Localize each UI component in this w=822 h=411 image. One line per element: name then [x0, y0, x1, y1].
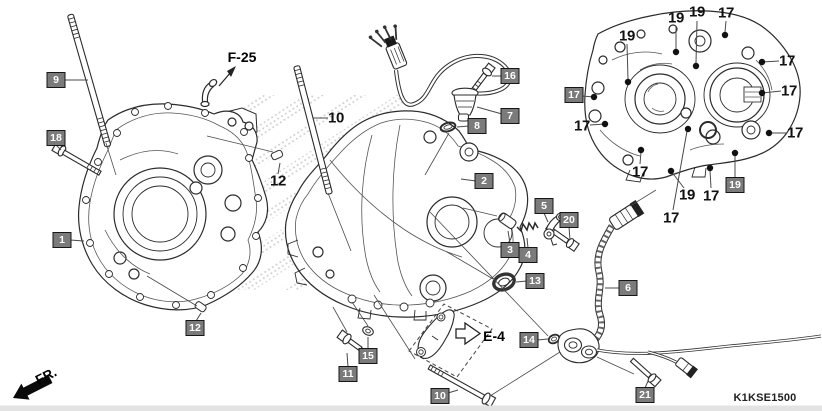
ref-label-e4: E-4 — [483, 328, 505, 344]
bolt-hole-dots — [590, 31, 773, 175]
diagram-code: K1KSE1500 — [733, 392, 797, 404]
boxed-callout-5[interactable]: 5 — [534, 198, 554, 214]
fr-arrow-icon — [13, 374, 53, 400]
boxed-callout-19[interactable]: 19 — [725, 177, 745, 193]
boxed-callout-14[interactable]: 14 — [519, 332, 539, 348]
plain-callout-17[interactable]: 17 — [573, 117, 591, 135]
boxed-callout-16[interactable]: 16 — [500, 68, 520, 84]
crankcase-cover-drawing — [584, 10, 801, 183]
ref-label-f25: F-25 — [227, 49, 257, 65]
boxed-callout-4[interactable]: 4 — [518, 247, 538, 263]
boxed-callout-12[interactable]: 12 — [185, 320, 205, 336]
bracket-and-arrows — [13, 66, 493, 400]
boxed-callout-18[interactable]: 18 — [46, 130, 66, 146]
bottom-bar — [0, 405, 822, 411]
plain-callout-19[interactable]: 19 — [688, 3, 706, 21]
plain-callout-17[interactable]: 17 — [631, 163, 649, 181]
plain-callout-17[interactable]: 17 — [717, 4, 735, 22]
plain-callout-19[interactable]: 19 — [618, 27, 636, 45]
plain-callout-19[interactable]: 19 — [667, 9, 685, 27]
boxed-callout-11[interactable]: 11 — [338, 366, 358, 382]
boxed-callout-2[interactable]: 2 — [474, 173, 494, 189]
f25-arrow-icon — [227, 66, 236, 77]
boxed-callout-8[interactable]: 8 — [467, 118, 487, 134]
plain-callout-12[interactable]: 12 — [269, 172, 287, 190]
right-crankcase-half-drawing — [284, 110, 529, 321]
fastener-parts — [51, 13, 662, 408]
boxed-callout-7[interactable]: 7 — [500, 108, 520, 124]
e4-arrow-icon — [455, 321, 482, 346]
plain-callout-17[interactable]: 17 — [778, 52, 796, 70]
left-crankcase-drawing — [77, 78, 269, 311]
boxed-callout-1[interactable]: 1 — [52, 232, 72, 248]
pulse-sensor-drawing — [557, 199, 822, 379]
boxed-callout-10[interactable]: 10 — [430, 388, 450, 404]
neutral-switch-drawing — [368, 24, 512, 122]
leader-lines — [55, 20, 787, 397]
plain-callout-17[interactable]: 17 — [780, 82, 798, 100]
boxed-callout-15[interactable]: 15 — [358, 348, 378, 364]
boxed-callout-3[interactable]: 3 — [500, 242, 520, 258]
boxed-callout-20[interactable]: 20 — [559, 212, 579, 228]
plain-callout-17[interactable]: 17 — [702, 187, 720, 205]
boxed-callout-6[interactable]: 6 — [618, 280, 638, 296]
plain-callout-17[interactable]: 17 — [786, 124, 804, 142]
boxed-callout-17[interactable]: 17 — [564, 87, 584, 103]
boxed-callout-9[interactable]: 9 — [46, 72, 66, 88]
boxed-callout-21[interactable]: 21 — [635, 387, 655, 403]
plain-callout-17[interactable]: 17 — [662, 209, 680, 227]
plain-callout-19[interactable]: 19 — [678, 186, 696, 204]
plain-callout-10[interactable]: 10 — [327, 109, 345, 127]
boxed-callout-13[interactable]: 13 — [525, 273, 545, 289]
